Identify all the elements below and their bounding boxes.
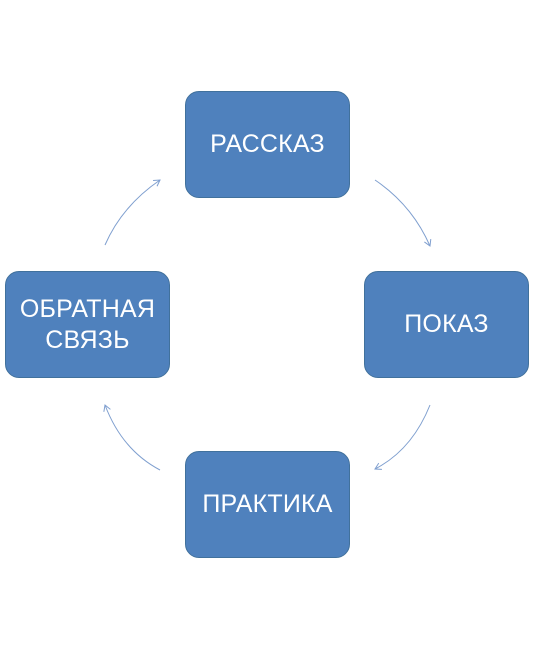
node-pokaz-label: ПОКАЗ <box>404 310 489 338</box>
arrow-bottom-to-left <box>103 404 161 471</box>
node-pokaz: ПОКАЗ <box>364 271 529 378</box>
arrow-top-to-right <box>374 179 432 247</box>
arrow-right-to-bottom <box>374 404 431 470</box>
node-obratnaya-svyaz-label: ОБРАТНАЯ СВЯЗЬ <box>19 294 156 354</box>
node-praktika: ПРАКТИКА <box>185 451 350 558</box>
node-rasskaz-label: РАССКАЗ <box>210 130 325 158</box>
node-praktika-label: ПРАКТИКА <box>202 490 333 518</box>
node-rasskaz: РАССКАЗ <box>185 91 350 198</box>
arrow-left-to-top <box>104 179 161 246</box>
node-obratnaya-svyaz: ОБРАТНАЯ СВЯЗЬ <box>5 271 170 378</box>
